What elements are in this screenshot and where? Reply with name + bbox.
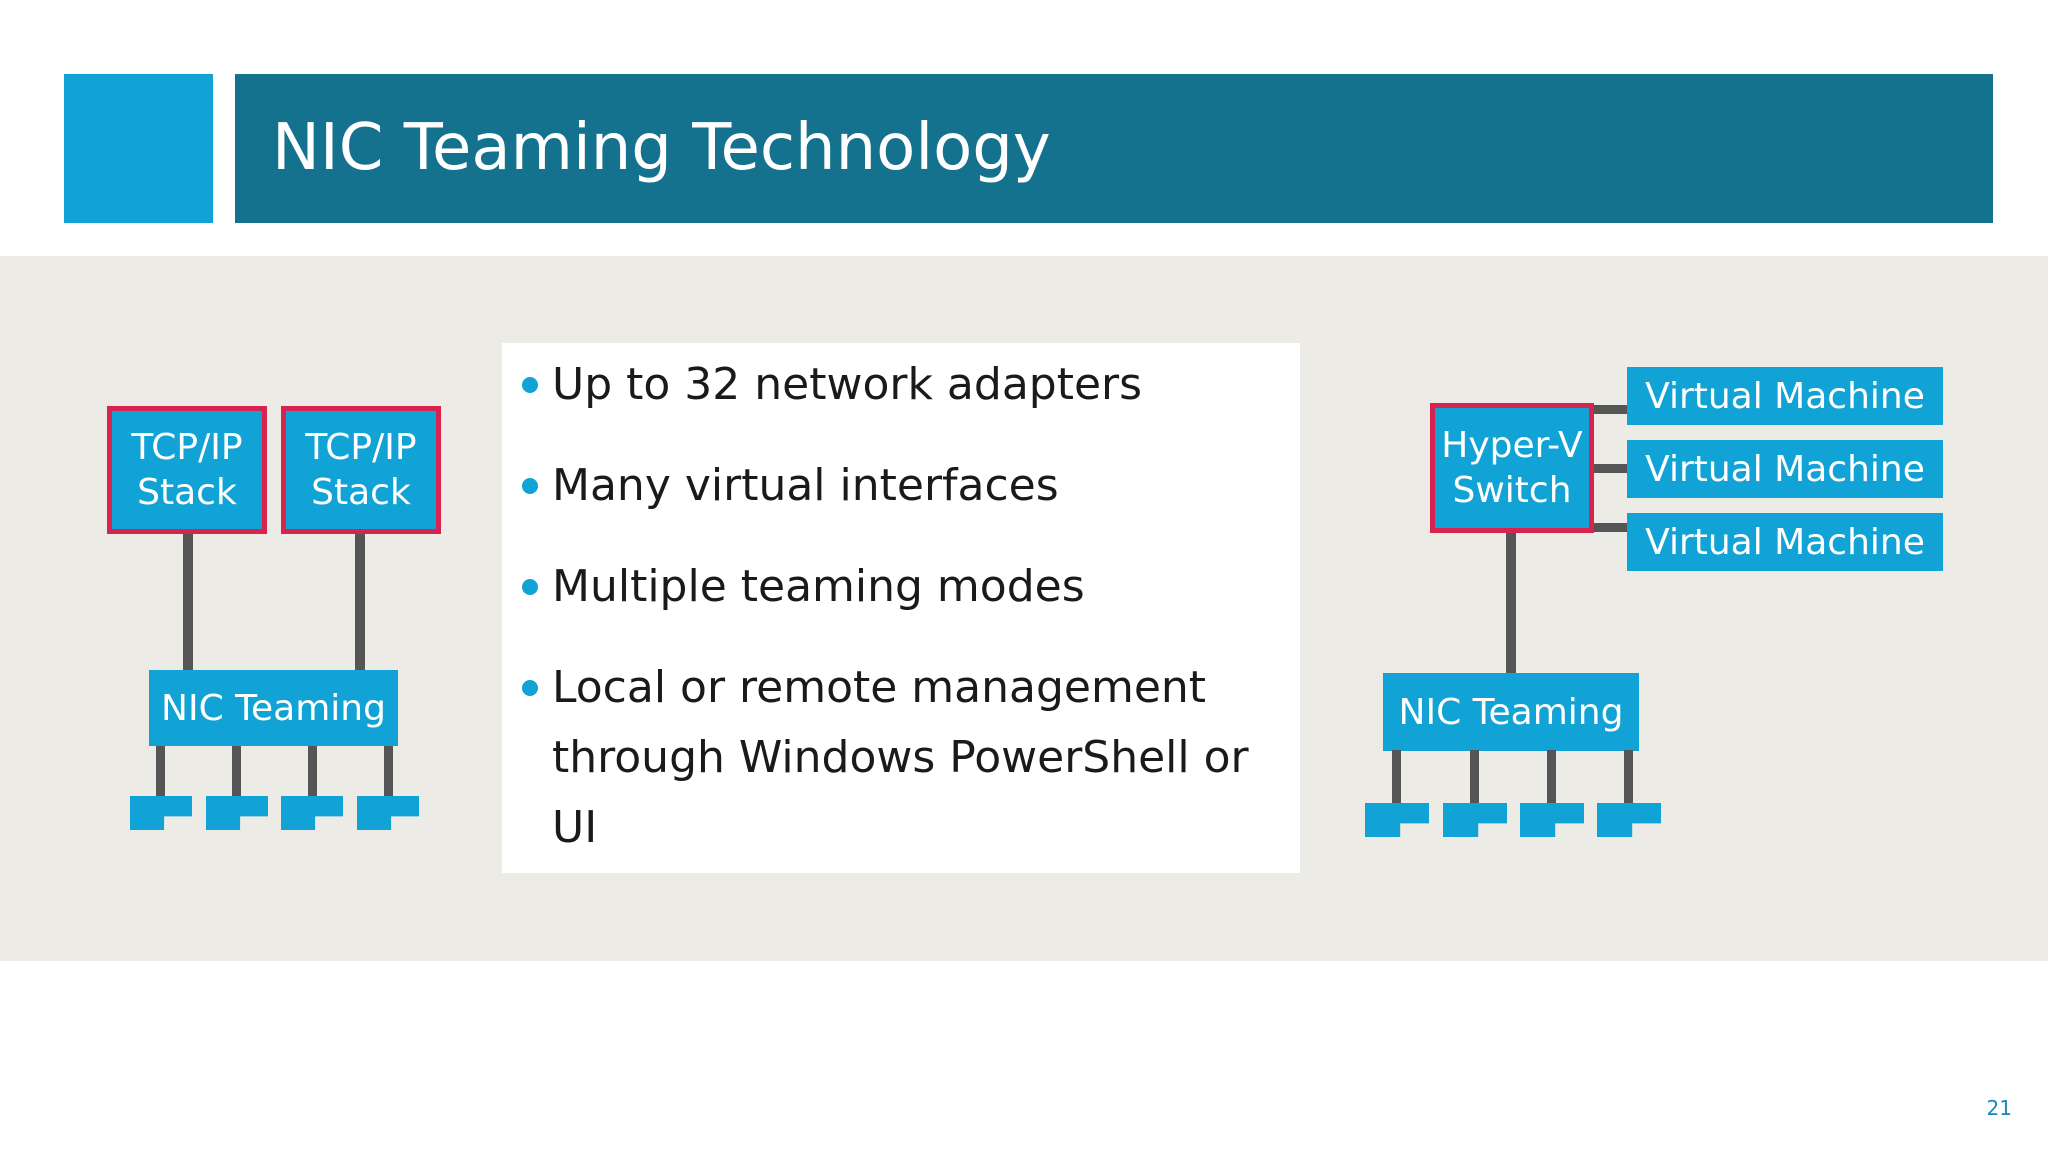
bullet-text: Up to 32 network adapters	[552, 359, 1143, 410]
tcpip-stack-label: TCP/IP	[305, 427, 417, 468]
virtual-machine-box: Virtual Machine	[1627, 367, 1943, 425]
bullet-dot-icon	[522, 579, 538, 595]
bullet-item: Up to 32 network adapters	[522, 350, 1282, 420]
tcpip-stack-label: Stack	[311, 472, 411, 513]
virtual-machine-label: Virtual Machine	[1645, 375, 1925, 417]
bullet-item: Many virtual interfaces	[522, 451, 1282, 521]
hyper-v-switch-label: Hyper-V	[1441, 425, 1583, 466]
adapter-line	[1470, 750, 1479, 805]
virtual-machine-box: Virtual Machine	[1627, 513, 1943, 571]
connector-line	[1590, 464, 1630, 473]
virtual-machine-label: Virtual Machine	[1645, 521, 1925, 563]
adapter-line	[156, 746, 165, 798]
title-bar	[235, 74, 1993, 223]
adapter-line	[1624, 750, 1633, 805]
virtual-machine-box: Virtual Machine	[1627, 440, 1943, 498]
virtual-machine-label: Virtual Machine	[1645, 448, 1925, 490]
nic-teaming-box: NIC Teaming	[1383, 673, 1639, 751]
nic-teaming-box: NIC Teaming	[149, 670, 398, 746]
adapter-line	[232, 746, 241, 798]
tcpip-stack-label: Stack	[137, 472, 237, 513]
nic-teaming-label: NIC Teaming	[1398, 691, 1624, 733]
nic-teaming-label: NIC Teaming	[161, 687, 386, 729]
bullet-dot-icon	[522, 680, 538, 696]
connector-line	[1590, 405, 1630, 414]
page-number: 21	[1986, 1096, 2012, 1120]
bullet-dot-icon	[522, 478, 538, 494]
bullet-item: Local or remote management through Windo…	[522, 653, 1282, 863]
connector-line	[1506, 528, 1516, 673]
connector-line	[1590, 523, 1630, 532]
adapter-line	[308, 746, 317, 798]
adapter-line	[1547, 750, 1556, 805]
hyper-v-switch-label: Switch	[1452, 470, 1572, 511]
hyper-v-switch-box: Hyper-V Switch	[1430, 403, 1594, 533]
bullet-text: Multiple teaming modes	[552, 561, 1085, 612]
adapter-line	[384, 746, 393, 798]
bullet-text: Many virtual interfaces	[552, 460, 1059, 511]
bullet-item: Multiple teaming modes	[522, 552, 1282, 622]
bullet-panel: Up to 32 network adapters Many virtual i…	[502, 343, 1300, 873]
accent-square	[64, 74, 213, 223]
slide-title: NIC Teaming Technology	[272, 111, 1051, 185]
bullet-text: Local or remote management through Windo…	[552, 662, 1249, 853]
bullet-dot-icon	[522, 377, 538, 393]
tcpip-stack-label: TCP/IP	[131, 427, 243, 468]
tcpip-stack-box: TCP/IP Stack	[107, 406, 267, 534]
adapter-line	[1392, 750, 1401, 805]
tcpip-stack-box: TCP/IP Stack	[281, 406, 441, 534]
connector-line	[355, 530, 365, 670]
connector-line	[183, 530, 193, 670]
